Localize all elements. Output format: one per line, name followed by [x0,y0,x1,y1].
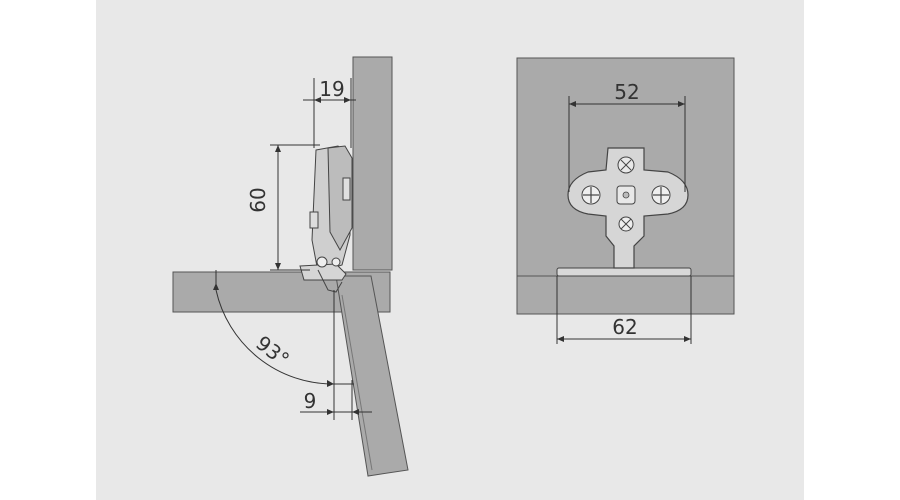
side-view: 19 60 93° 9 [172,56,409,477]
front-bottom-panel [516,275,735,315]
opened-door [335,275,409,477]
dim-60-label: 60 [246,187,270,212]
dim-62-label: 62 [612,315,637,339]
front-view: 52 62 [516,57,735,344]
mounting-plate-base [556,267,692,277]
dim-9-label: 9 [304,389,317,413]
dim-52-label: 52 [614,80,639,104]
dim-19-label: 19 [319,77,344,101]
hinge-side [299,145,353,293]
cabinet-side-panel [352,56,393,271]
